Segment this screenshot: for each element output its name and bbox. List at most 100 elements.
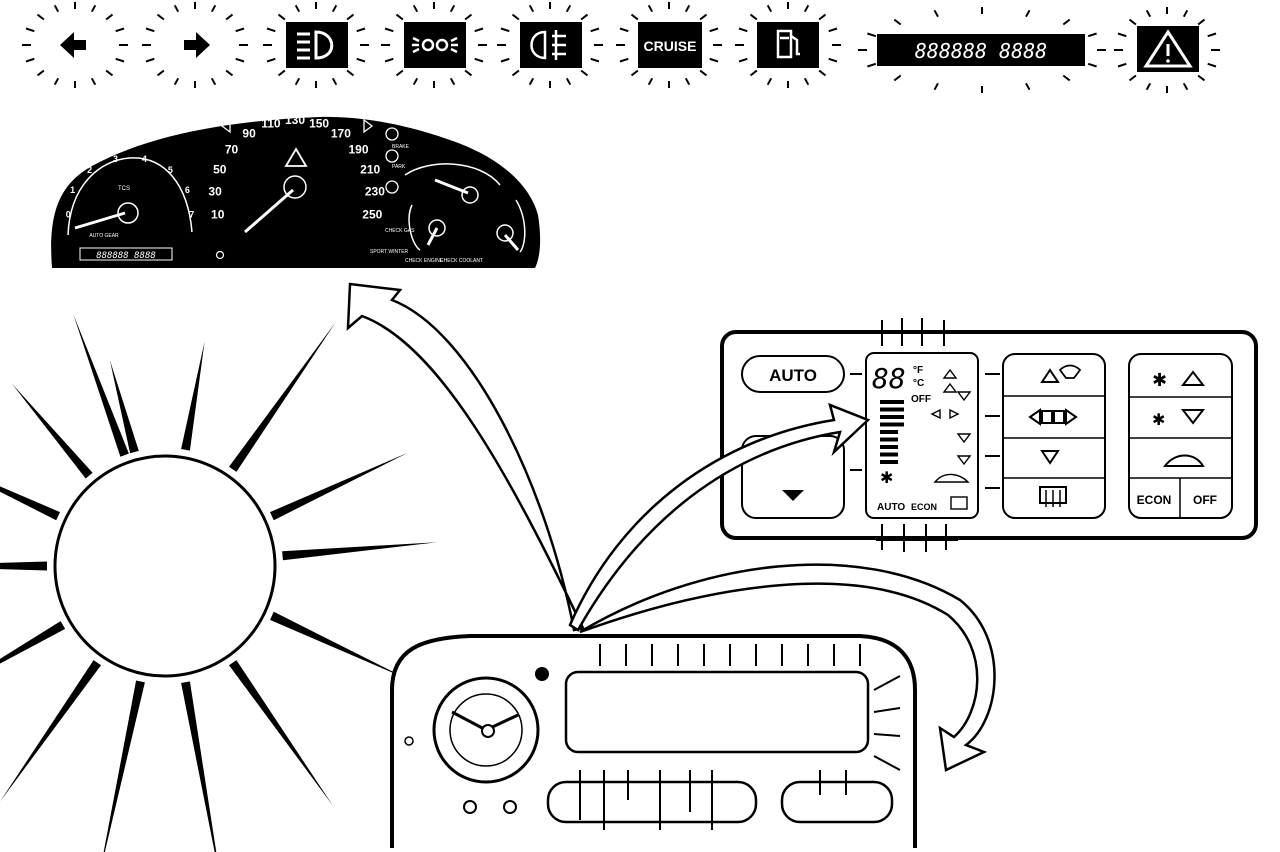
sun-ray xyxy=(103,680,145,852)
down-triangle-icon xyxy=(1180,409,1206,425)
recirculation-button[interactable] xyxy=(1163,454,1205,467)
fan-level-bar xyxy=(880,445,898,449)
odometer-display-icon: 888888 8888 xyxy=(858,7,1106,93)
fan-icon: ✱ xyxy=(1152,412,1165,429)
sun-ray xyxy=(229,660,334,806)
down-triangle-icon xyxy=(782,490,804,501)
rpm-tick-label: 3 xyxy=(113,154,118,164)
auto-gear-label: AUTO GEAR xyxy=(89,233,119,239)
arrow-to-climate-panel xyxy=(568,402,871,632)
speed-tick-label: 170 xyxy=(331,127,351,141)
indicator-symbol-row: CRUISE 888888 8888 xyxy=(22,2,1220,93)
tachometer-needle xyxy=(74,211,126,230)
up-triangle-icon xyxy=(1180,370,1206,386)
rear-defrost-button[interactable] xyxy=(1039,486,1067,507)
speed-tick-label: 210 xyxy=(360,162,380,176)
vent-floor-button[interactable] xyxy=(1040,450,1060,465)
air-distribution-buttons xyxy=(1002,353,1106,519)
cluster-odometer: 888888 8888 xyxy=(96,251,156,261)
auto-button-label: AUTO xyxy=(769,366,817,385)
turn-left-icon xyxy=(22,2,128,88)
rpm-tick-label: 0 xyxy=(66,210,71,220)
sun-icon xyxy=(0,314,437,852)
auto-button[interactable]: AUTO xyxy=(741,355,845,393)
speed-tick-label: 10 xyxy=(211,207,225,221)
fan-level-bar xyxy=(880,407,904,412)
turn-right-icon xyxy=(142,2,248,88)
sun-ray xyxy=(270,452,408,521)
fan-up-button[interactable]: ✱ xyxy=(1152,370,1206,390)
fan-level-bar xyxy=(880,460,898,464)
sun-ray xyxy=(12,383,93,479)
odometer-digits: 888888 8888 xyxy=(915,39,1047,63)
climate-control-panel: AUTO 88 °F °C OFF AUTO ECON ✱ xyxy=(720,318,1258,552)
speed-tick-label: 130 xyxy=(285,113,305,127)
cruise-label: CRUISE xyxy=(644,38,697,54)
fan-down-button[interactable]: ✱ xyxy=(1152,409,1206,429)
illumination-arrows xyxy=(346,282,996,772)
speed-tick-label: 150 xyxy=(309,117,329,131)
climate-lcd: 88 °F °C OFF AUTO ECON ✱ xyxy=(865,352,979,519)
cluster-warning-icon xyxy=(284,147,308,167)
sun-ray xyxy=(181,341,205,451)
rpm-tick-label: 4 xyxy=(142,154,147,164)
lamp-label-sport-winter: SPORT WINTER xyxy=(370,249,409,255)
cluster-lamp-labels: BRAKE PARK CHECK GAS SPORT WINTER CHECK … xyxy=(370,144,483,264)
off-button[interactable]: OFF xyxy=(1193,493,1217,507)
speed-tick-label: 90 xyxy=(242,127,256,141)
analog-clock xyxy=(432,676,540,784)
lcd-unit-c: °C xyxy=(913,378,924,389)
parking-lights-icon xyxy=(381,2,487,88)
instrument-cluster: 0 1 2 3 4 5 6 7 TCS AUTO GEAR 888888 8888 10 30 5… xyxy=(51,113,541,268)
lcd-unit-f: °F xyxy=(913,365,923,376)
cluster-body xyxy=(51,116,541,268)
fan-icon: ✱ xyxy=(1152,370,1167,390)
lcd-temp-digits: 88 xyxy=(872,362,906,395)
cruise-icon: CRUISE xyxy=(616,2,722,88)
vent-face-button[interactable] xyxy=(1028,408,1078,426)
rpm-tick-label: 1 xyxy=(70,185,75,195)
speed-tick-label: 30 xyxy=(208,185,222,199)
fan-level-bar xyxy=(880,437,898,442)
speedometer-needle xyxy=(244,188,294,234)
fuel-temp-gauges xyxy=(404,163,526,253)
sun-ray xyxy=(0,621,66,664)
lcd-fan-icon: ✱ xyxy=(880,470,893,487)
fan-level-bar xyxy=(880,422,904,427)
fan-level-bar xyxy=(880,452,898,457)
arrow-to-cluster xyxy=(346,282,585,632)
sun-ray xyxy=(0,561,47,571)
rear-fog-icon xyxy=(497,2,603,88)
temp-down-button[interactable] xyxy=(741,435,845,519)
off-button-label: OFF xyxy=(1193,493,1217,507)
sun-ray xyxy=(109,360,139,454)
sun-ray xyxy=(270,611,408,680)
sun-ray xyxy=(181,681,217,852)
fan-level-bar xyxy=(880,430,898,434)
lcd-auto: AUTO xyxy=(877,502,905,513)
sun-ray xyxy=(73,314,129,457)
arrow-to-console xyxy=(579,563,996,772)
tachometer: 0 1 2 3 4 5 6 7 TCS AUTO GEAR 888888 8888 xyxy=(66,154,195,261)
lamp-label-brake: BRAKE xyxy=(392,144,410,150)
rpm-tick-label: 2 xyxy=(87,165,92,175)
tcs-label: TCS xyxy=(118,186,130,192)
radio-preset-buttons-right[interactable] xyxy=(780,780,894,824)
rpm-tick-label: 7 xyxy=(189,210,194,220)
econ-button-label: ECON xyxy=(1137,493,1172,507)
sun-ray xyxy=(229,321,336,472)
speed-tick-label: 230 xyxy=(365,185,385,199)
econ-button[interactable]: ECON xyxy=(1137,493,1172,507)
speed-tick-label: 50 xyxy=(213,162,227,176)
rpm-tick-label: 6 xyxy=(185,185,190,195)
lcd-glow-ticks xyxy=(850,318,1000,552)
rpm-tick-label: 5 xyxy=(168,165,173,175)
radio-preset-buttons-left[interactable] xyxy=(546,780,758,824)
speed-tick-label: 190 xyxy=(348,142,368,156)
fuel-icon xyxy=(735,2,841,88)
defrost-windshield-button[interactable] xyxy=(1040,364,1082,383)
lamp-label-check-coolant: CHECK COOLANT xyxy=(440,258,483,264)
speed-tick-label: 110 xyxy=(261,117,281,131)
